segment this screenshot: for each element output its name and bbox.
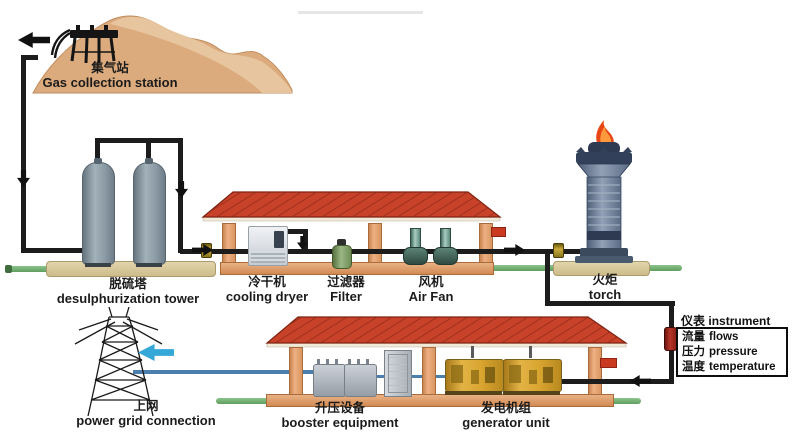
shed-pillar-mid	[368, 223, 382, 266]
mountain	[32, 15, 293, 94]
pipe-station-down	[21, 57, 26, 253]
grid-wire	[133, 370, 318, 374]
shed-wire	[318, 375, 448, 378]
shed-vent	[491, 227, 506, 237]
air-fan-1	[403, 228, 428, 265]
green-pipe-left	[6, 266, 56, 272]
label-cooling-dryer: 冷干机 cooling dryer	[225, 275, 309, 304]
pipe-tower2-riser	[146, 141, 151, 165]
booster-transformer-1	[313, 359, 346, 397]
filter-vessel	[330, 239, 352, 269]
generator-2	[503, 346, 562, 395]
label-booster: 升压设备 booster equipment	[281, 401, 399, 430]
pipe-tower1-riser	[95, 141, 100, 165]
power-shed-roof	[265, 316, 628, 348]
label-power-grid: 上网 power grid connection	[76, 399, 216, 428]
desulphurization-tower-2	[133, 158, 166, 267]
green-pipe-bottom-left	[216, 398, 272, 404]
watermark-line	[298, 11, 423, 14]
pipe-station-stub	[21, 55, 38, 60]
flow-arrow-right-icon	[504, 244, 525, 256]
label-filter: 过滤器 Filter	[327, 275, 365, 304]
label-air-fan: 风机 Air Fan	[408, 275, 454, 304]
pipe-to-tower1	[21, 248, 83, 253]
green-pipe-cap	[5, 265, 12, 273]
green-pipe-bottom-right	[603, 398, 641, 404]
instrument-label-zh: 仪表	[681, 314, 706, 328]
label-torch: 火炬 torch	[588, 273, 622, 302]
flow-arrow-down-icon	[17, 170, 30, 187]
pipe-to-generators	[558, 379, 674, 384]
label-desulphurization: 脱硫塔 desulphurization tower	[56, 277, 200, 306]
flow-arrow-down-icon	[175, 181, 188, 198]
label-generator: 发电机组 generator unit	[462, 401, 550, 430]
instrument-label-en: instrument	[708, 314, 771, 328]
torch-tower	[575, 120, 633, 263]
cooling-dryer-unit	[248, 226, 288, 266]
valve	[553, 243, 564, 258]
shed-pillar-left	[222, 223, 236, 266]
pipe-loop-bottom	[545, 301, 675, 306]
transmission-pylon	[74, 306, 163, 417]
dryer-grille	[251, 251, 285, 263]
flow-arrow-left-icon	[630, 375, 651, 387]
power-shed-vent	[600, 358, 617, 368]
instrument-label: 仪表 instrument	[681, 312, 770, 329]
tower-platform	[46, 261, 216, 277]
desulphurization-tower-1	[82, 158, 115, 267]
flow-arrow-down-icon	[297, 236, 308, 250]
dryer-panel	[274, 231, 284, 248]
pipe-dryer-top	[282, 229, 308, 234]
pipe-torch-down	[545, 252, 550, 305]
gas-collection-station-structure	[50, 25, 118, 64]
power-shed-floor	[266, 394, 614, 407]
shed-floor	[220, 262, 494, 275]
filter-body	[332, 245, 352, 269]
power-shed-pillar-left	[289, 347, 303, 399]
label-gas-collection: 集气站 Gas collection station	[42, 61, 178, 90]
pipe-tower-manifold	[95, 138, 183, 143]
power-shed-pillar-right	[588, 347, 602, 399]
filter-cap	[337, 239, 346, 246]
control-cabinet	[384, 350, 412, 397]
green-pipe-right	[644, 265, 682, 271]
pipe-main-line	[180, 249, 585, 254]
green-pipe-mid	[490, 265, 560, 271]
pipe-dryer-riser	[303, 231, 308, 253]
booster-transformer-2	[344, 359, 377, 397]
processing-shed-roof	[201, 191, 502, 222]
power-shed-pillar-mid	[422, 347, 436, 399]
air-fan-2	[433, 228, 458, 265]
generator-1	[445, 346, 504, 395]
